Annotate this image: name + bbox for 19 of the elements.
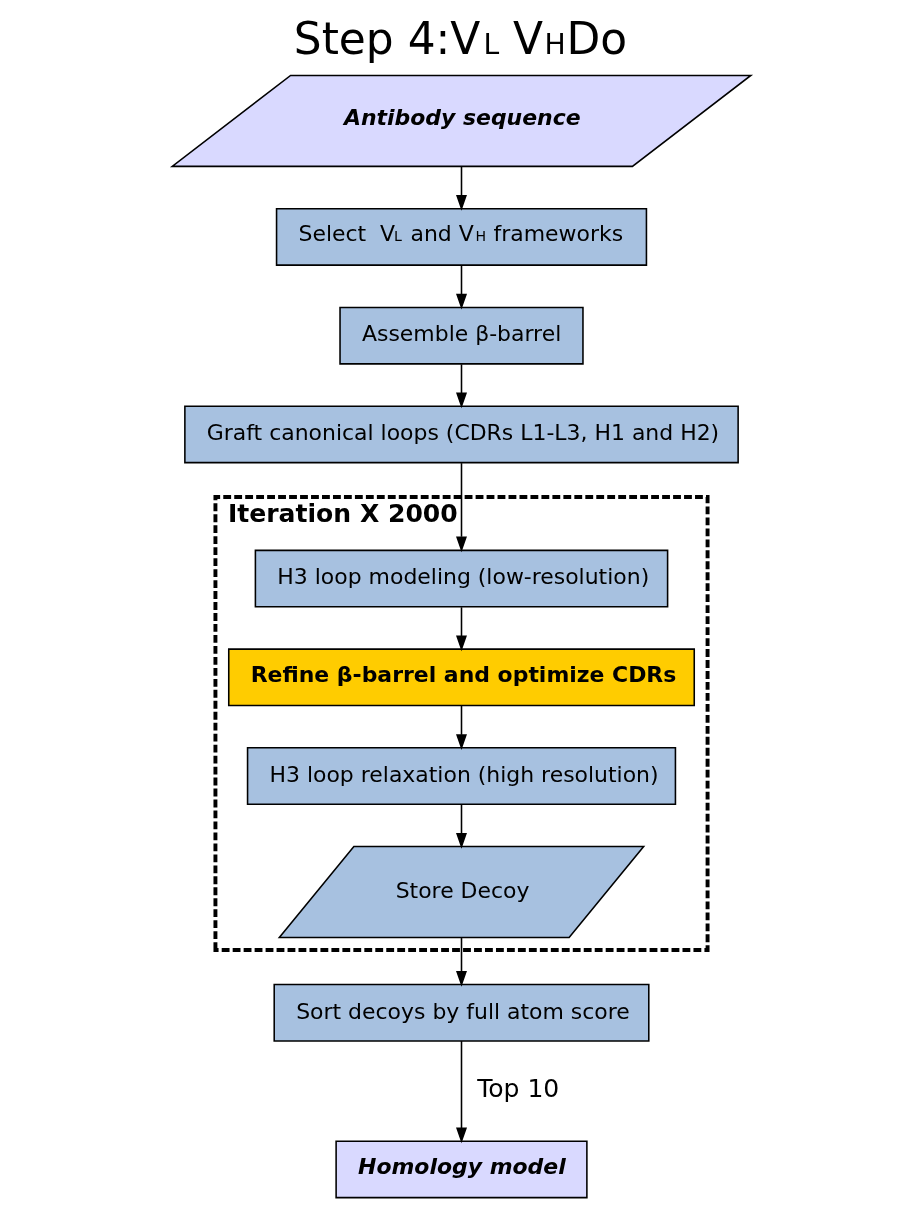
node-box: Select VL and VH frameworks <box>275 207 648 266</box>
arrow <box>456 1040 467 1144</box>
arrow <box>456 803 467 849</box>
node-box: Homology model <box>335 1140 588 1199</box>
node-box: H3 loop modeling (low-resolution) <box>254 549 669 608</box>
arrow <box>456 606 467 652</box>
node-box: Assemble β-barrel <box>339 306 584 365</box>
arrow <box>456 363 467 409</box>
arrow <box>456 937 467 987</box>
arrow <box>456 165 467 211</box>
node-box: Sort decoys by full atom score <box>273 983 650 1042</box>
edge-label: Top 10 <box>477 1074 560 1104</box>
diagram-title: Step 4:VL VHDo <box>293 13 628 65</box>
node-box: Refine β-barrel and optimize CDRs <box>227 648 696 707</box>
node-box: H3 loop relaxation (high resolution) <box>246 747 677 806</box>
arrow <box>456 462 467 553</box>
arrow <box>456 705 467 750</box>
arrow <box>456 264 467 310</box>
node-box: Graft canonical loops (CDRs L1-L3, H1 and H2) <box>184 405 739 464</box>
